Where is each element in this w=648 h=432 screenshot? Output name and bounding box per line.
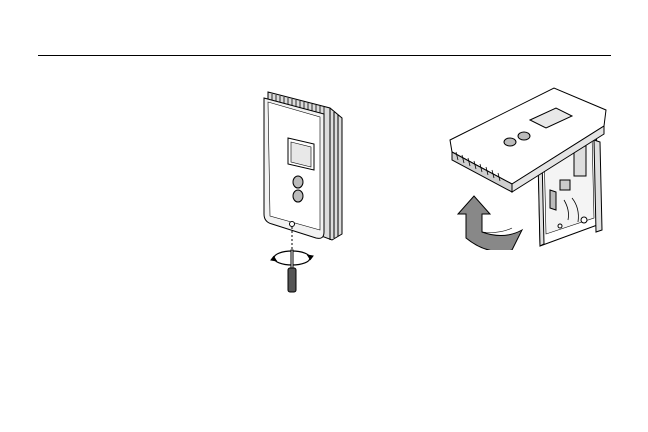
thermostat-front-illustration [258, 84, 354, 300]
figure-remove-screw [258, 84, 354, 300]
figure-lift-cover [444, 80, 612, 250]
header-rule [38, 55, 611, 56]
thermostat-open-illustration [444, 80, 612, 250]
